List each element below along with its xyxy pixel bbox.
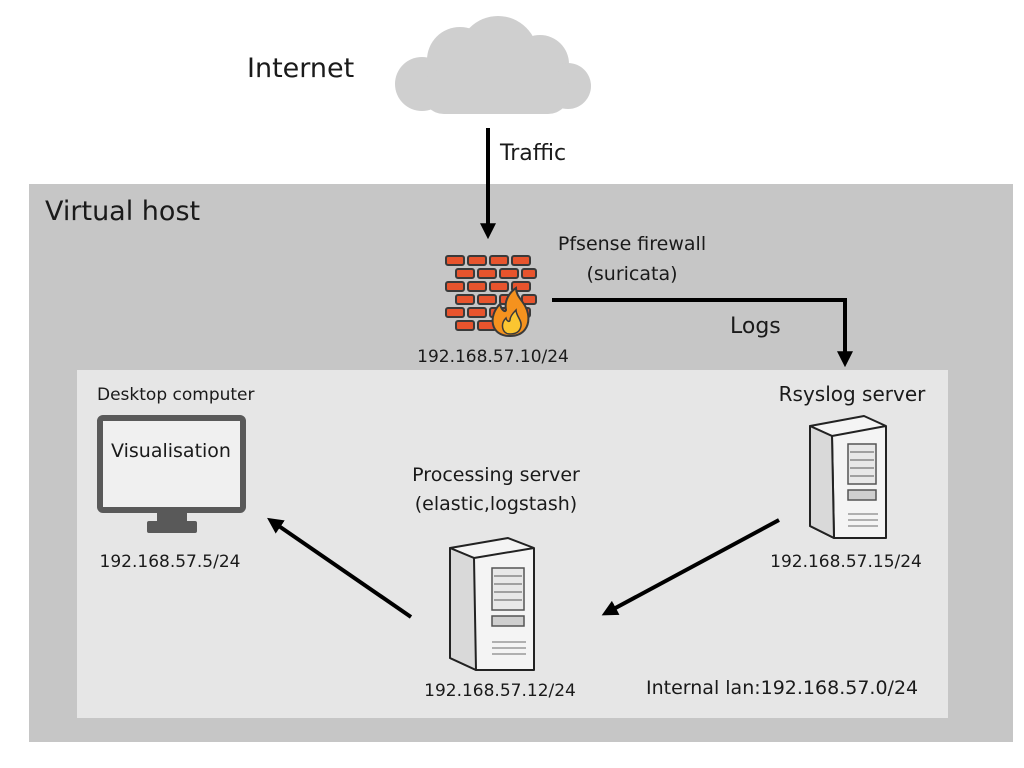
processing-server-icon [449,537,535,671]
logs-label: Logs [730,314,781,339]
firewall-ip: 192.168.57.10/24 [417,347,569,367]
rsyslog-ip: 192.168.57.15/24 [770,552,922,572]
rsyslog-name: Rsyslog server [778,382,926,406]
firewall-icon [445,255,537,338]
processing-name: Processing server [412,464,580,486]
desktop-screen-text: Visualisation [111,440,231,462]
rsyslog-server-icon [809,415,887,539]
firewall-subtitle: (suricata) [586,263,678,285]
firewall-name: Pfsense firewall [557,233,707,255]
logs-arrow [552,298,853,368]
internet-label: Internet [247,53,355,84]
cloud-icon [395,16,591,114]
desktop-name: Desktop computer [97,385,255,405]
monitor-icon [97,415,246,533]
virtual-host-label: Virtual host [45,196,201,227]
desktop-ip: 192.168.57.5/24 [99,552,241,572]
processing-ip: 192.168.57.12/24 [424,681,576,701]
rsyslog-to-processing-arrow [601,518,780,616]
internal-lan-label: Internal lan:192.168.57.0/24 [646,677,919,699]
traffic-label: Traffic [500,141,567,166]
processing-subtitle: (elastic,logstash) [414,493,578,515]
processing-to-desktop-arrow [267,517,413,619]
